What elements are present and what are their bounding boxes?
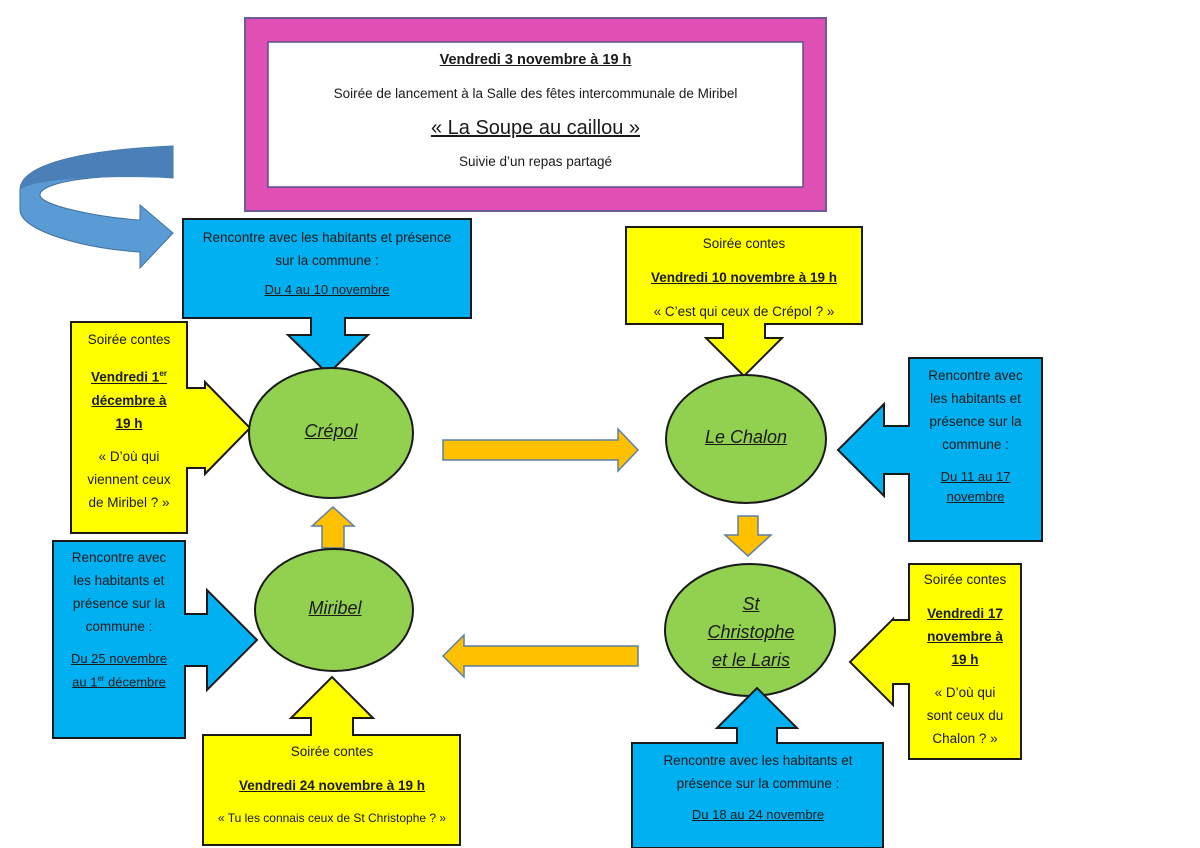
arrow-chalon-to-stchristophe: [723, 515, 773, 558]
miribel-rencontre-text: Rencontre avec les habitants et présence…: [54, 546, 184, 692]
miribel-rencontre-line: commune :: [85, 619, 153, 634]
chalon-rencontre-dates: novembre: [946, 489, 1005, 504]
stchristophe-contes-callout: [848, 563, 1022, 760]
crepol-contes-quote: de Miribel ? »: [88, 494, 170, 510]
chalon-rencontre-line: présence sur la: [929, 414, 1022, 429]
crepol-rencontre-line: Rencontre avec les habitants et présence: [202, 230, 452, 245]
crepol-contes-quote: « D’où qui: [98, 448, 160, 464]
crepol-contes-heading: Soirée contes: [87, 332, 171, 347]
crepol-label: Crépol: [304, 421, 358, 441]
stchristophe-contes-quote: « D’où qui: [934, 685, 996, 700]
stchristophe-rencontre-dates: Du 18 au 24 novembre: [691, 807, 825, 822]
chalon-contes-callout: [625, 226, 863, 378]
crepol-rencontre-dates: Du 4 au 10 novembre: [264, 282, 390, 297]
stchristophe-rencontre-line: Rencontre avec les habitants et: [663, 753, 853, 768]
chalon-rencontre-line: les habitants et: [930, 391, 1021, 406]
stchristophe-contes-text: Soirée contes Vendredi 17 novembre à 19 …: [910, 568, 1020, 750]
stchristophe-contes-quote: sont ceux du: [926, 708, 1004, 723]
miribel-rencontre-callout: [52, 540, 259, 739]
chalon-contes-text: Soirée contes Vendredi 10 novembre à 19 …: [628, 232, 860, 323]
miribel-contes-quote: « Tu les connais ceux de St Christophe ?…: [217, 811, 447, 825]
crepol-contes-quote: viennent ceux: [87, 471, 171, 487]
crepol-rencontre-callout: [182, 218, 472, 376]
stchristophe-label: St Christophe et le Laris: [707, 594, 795, 670]
stchristophe-rencontre-callout: [631, 686, 884, 848]
crepol-rencontre-text: Rencontre avec les habitants et présence…: [185, 226, 469, 300]
launch-box: Vendredi 3 novembre à 19 h Soirée de lan…: [268, 44, 803, 186]
launch-date: Vendredi 3 novembre à 19 h: [439, 52, 632, 68]
crepol-contes-date-line: décembre à: [91, 392, 167, 408]
miribel-rencontre-line: présence sur la: [72, 596, 166, 611]
miribel-rencontre-line: les habitants et: [73, 573, 165, 588]
stchristophe-contes-quote: Chalon ? »: [932, 731, 998, 746]
crepol-contes-date-line: Vendredi 1er: [91, 369, 167, 385]
arrow-stchristophe-to-miribel: [441, 633, 639, 679]
chalon-node: [665, 374, 827, 504]
chalon-rencontre-line: Rencontre avec: [928, 368, 1023, 383]
chalon-rencontre-dates: Du 11 au 17: [940, 469, 1011, 484]
launch-inner-box: [267, 41, 804, 188]
launch-description: Soirée de lancement à la Salle des fêtes…: [333, 86, 738, 101]
miribel-contes-date: Vendredi 24 novembre à 19 h: [238, 778, 426, 793]
crepol-rencontre-line: sur la commune :: [275, 253, 379, 268]
miribel-label: Miribel: [308, 598, 362, 618]
chalon-rencontre-line: commune :: [942, 437, 1009, 452]
launch-title: « La Soupe au caillou »: [430, 117, 641, 139]
crepol-contes-callout: [70, 321, 252, 534]
curved-arrow-icon: [19, 145, 174, 270]
stchristophe-contes-heading: Soirée contes: [923, 572, 1007, 587]
arrow-crepol-to-chalon: [442, 427, 640, 473]
stchristophe-rencontre-text: Rencontre avec les habitants et présence…: [634, 749, 882, 825]
crepol-node: [248, 367, 414, 499]
arrow-miribel-to-crepol: [310, 505, 356, 549]
chalon-rencontre-text: Rencontre avec les habitants et présence…: [910, 364, 1041, 507]
miribel-contes-text: Soirée contes Vendredi 24 novembre à 19 …: [205, 740, 459, 828]
miribel-rencontre-dates: au 1er décembre: [72, 674, 166, 690]
miribel-rencontre-line: Rencontre avec: [71, 550, 167, 565]
miribel-contes-callout: [202, 675, 461, 846]
stchristophe-contes-date-line: Vendredi 17: [927, 606, 1003, 621]
chalon-label: Le Chalon: [704, 427, 788, 447]
chalon-contes-quote: « C’est qui ceux de Crépol ? »: [653, 304, 835, 319]
miribel-rencontre-dates: Du 25 novembre: [70, 651, 168, 666]
chalon-contes-heading: Soirée contes: [702, 236, 786, 251]
miribel-contes-heading: Soirée contes: [290, 744, 374, 759]
chalon-contes-date: Vendredi 10 novembre à 19 h: [650, 270, 838, 285]
stchristophe-contes-date-line: novembre à: [927, 629, 1003, 644]
crepol-contes-text: Soirée contes Vendredi 1er décembre à 19…: [72, 328, 186, 514]
stchristophe-rencontre-line: présence sur la commune :: [676, 776, 840, 791]
chalon-rencontre-callout: [836, 357, 1043, 542]
launch-note: Suivie d’un repas partagé: [458, 154, 613, 169]
crepol-contes-date-line: 19 h: [115, 415, 143, 431]
stchristophe-contes-date-line: 19 h: [951, 652, 979, 667]
miribel-node: [254, 548, 414, 672]
